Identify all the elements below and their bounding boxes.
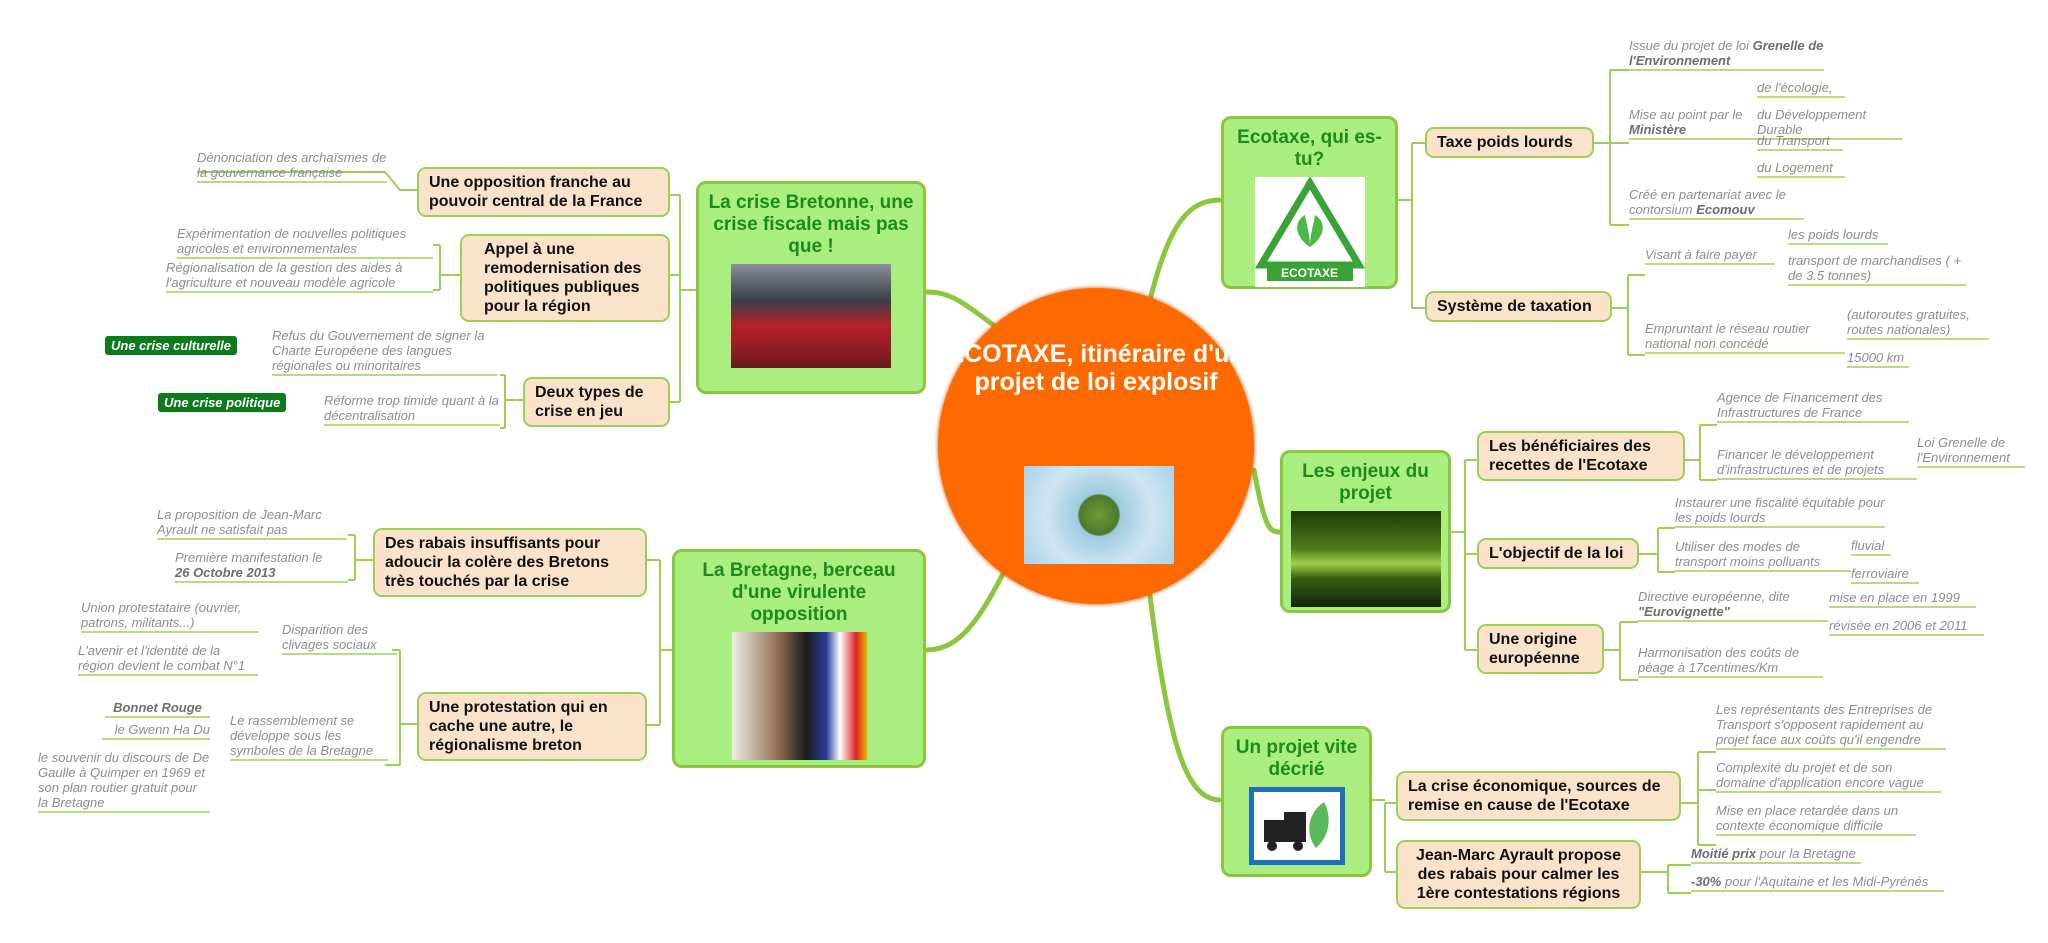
leaf: Loi Grenelle de l'Environnement	[1917, 435, 2025, 468]
leaf: Mise au point par le Ministère	[1629, 107, 1757, 140]
topic-bretagne-berceau[interactable]: La Bretagne, berceau d'une virulente opp…	[672, 549, 926, 768]
leaf-text: pour la Bretagne	[1759, 846, 1856, 861]
leaf: mise en place en 1999	[1829, 590, 1976, 608]
leaf: du Développement Durable	[1757, 107, 1902, 140]
leaf-text: Directive européenne, dite	[1638, 589, 1790, 604]
leaf: Issue du projet de loi Grenelle de l'Env…	[1629, 38, 1824, 71]
leaf-bold: Ministère	[1629, 122, 1687, 137]
badge-crise-culturelle: Une crise culturelle	[105, 336, 237, 355]
topic-ecotaxe-qui[interactable]: Ecotaxe, qui es-tu? ECOTAXE	[1221, 116, 1398, 289]
leaf: le souvenir du discours de De Gaulle à Q…	[38, 750, 210, 813]
subtopic-beneficiaires[interactable]: Les bénéficiaires des recettes de l'Ecot…	[1477, 431, 1685, 481]
topic-projet-decrie[interactable]: Un projet vite décrié	[1221, 726, 1372, 877]
topic-enjeux[interactable]: Les enjeux du projet	[1280, 450, 1451, 613]
globe-image	[1024, 466, 1174, 564]
leaf: Régionalisation de la gestion des aides …	[166, 260, 433, 293]
leaf: Complexité du projet et de son domaine d…	[1716, 760, 1941, 793]
leaf-text: Créé en partenariat avec le contorsium	[1629, 187, 1786, 217]
leaf: le Gwenn Ha Du	[102, 722, 210, 740]
leaf: Harmonisation des coûts de péage à 17cen…	[1638, 645, 1823, 678]
leaf: Instaurer une fiscalité équitable pour l…	[1675, 495, 1885, 528]
central-topic-title: ECOTAXE, itinéraire d'un projet de loi e…	[947, 340, 1245, 396]
leaf-bold: Grenelle de l'Environnement	[1629, 38, 1824, 68]
topic-title: La crise Bretonne, une crise fiscale mai…	[708, 192, 914, 257]
leaf: 15000 km	[1847, 350, 1909, 368]
leaf-bold: -30%	[1691, 874, 1722, 889]
leaf: Moitié prix pour la Bretagne	[1691, 846, 1861, 864]
leaf: révisée en 2006 et 2011	[1829, 618, 1984, 636]
leaf: Utiliser des modes de transport moins po…	[1675, 539, 1851, 572]
leaf-text: Première manifestation le	[175, 550, 323, 565]
leaf: Le rassemblement se développe sous les s…	[230, 713, 388, 761]
topic-title: Les enjeux du projet	[1302, 461, 1429, 504]
leaf: Visant à faire payer	[1645, 247, 1775, 265]
leaf: Expérimentation de nouvelles politiques …	[177, 226, 433, 259]
leaf: Réforme trop timide quant à la décentral…	[324, 393, 500, 426]
subtopic-ayrault[interactable]: Jean-Marc Ayrault propose des rabais pou…	[1396, 840, 1641, 909]
leaf: Refus du Gouvernement de signer la Chart…	[272, 328, 497, 376]
truck-icon	[1263, 802, 1329, 851]
leaf: ferroviaire	[1851, 566, 1919, 584]
central-topic[interactable]: ECOTAXE, itinéraire d'un projet de loi e…	[938, 288, 1254, 604]
topic-crise-bretonne[interactable]: La crise Bretonne, une crise fiscale mai…	[696, 181, 926, 394]
badge-crise-politique: Une crise politique	[158, 393, 287, 412]
leaf: Les représentants des Entreprises de Tra…	[1716, 702, 1946, 750]
leaf-triangle-icon	[1254, 176, 1365, 281]
leaf: Agence de Financement des Infrastructure…	[1717, 390, 1909, 423]
subtopic-systeme[interactable]: Système de taxation	[1425, 291, 1612, 322]
leaf: La proposition de Jean-Marc Ayrault ne s…	[157, 507, 347, 540]
subtopic-rabais[interactable]: Des rabais insuffisants pour adoucir la …	[373, 528, 647, 597]
subtopic-appel[interactable]: Appel à une remodernisation des politiqu…	[460, 234, 670, 322]
leaf: Empruntant le réseau routier national no…	[1645, 321, 1845, 354]
leaf: fluvial	[1851, 538, 1891, 556]
leaf: Dénonciation des archaïsmes de la gouver…	[197, 150, 387, 183]
caricature-image	[731, 632, 867, 760]
subtopic-origine[interactable]: Une origine européenne	[1477, 624, 1604, 674]
ecotaxe-logo: ECOTAXE	[1254, 176, 1365, 287]
leaf: Disparition des clivages sociaux	[282, 622, 397, 655]
subtopic-opposition[interactable]: Une opposition franche au pouvoir centra…	[417, 167, 670, 217]
leaf: de l'écologie,	[1757, 80, 1845, 98]
logo-text: ECOTAXE	[1280, 266, 1339, 280]
leaf: du Transport	[1757, 133, 1843, 151]
topic-title: Ecotaxe, qui es-tu?	[1237, 127, 1382, 170]
leaf: Bonnet Rouge	[105, 700, 210, 718]
leaf-bold: "Eurovignette"	[1638, 604, 1730, 619]
subtopic-crise-economique[interactable]: La crise économique, sources de remise e…	[1396, 771, 1681, 821]
leaf: du Logement	[1757, 160, 1845, 178]
subtopic-objectif[interactable]: L'objectif de la loi	[1477, 538, 1639, 569]
leaf: Financer le développement d'infrastructu…	[1717, 447, 1917, 480]
topic-title: La Bretagne, berceau d'une virulente opp…	[702, 560, 896, 625]
subtopic-deux-types[interactable]: Deux types de crise en jeu	[523, 377, 670, 427]
truck-grass-photo	[1290, 511, 1441, 607]
topic-title: Un projet vite décrié	[1235, 737, 1358, 780]
subtopic-protestation[interactable]: Une protestation qui en cache une autre,…	[417, 692, 647, 761]
leaf: Directive européenne, dite"Eurovignette"	[1638, 589, 1828, 622]
leaf: Mise en place retardée dans un contexte …	[1716, 803, 1916, 836]
leaf: Créé en partenariat avec le contorsium E…	[1629, 187, 1804, 220]
leaf-text: Issue du projet de loi	[1629, 38, 1749, 53]
leaf-date: 26 Octobre 2013	[175, 565, 276, 580]
leaf: L'avenir et l'identité de la région devi…	[78, 643, 258, 676]
protest-photo	[731, 264, 891, 368]
leaf-text: Mise au point par le	[1629, 107, 1743, 122]
subtopic-taxe[interactable]: Taxe poids lourds	[1425, 127, 1594, 158]
leaf-bold: Moitié prix	[1691, 846, 1757, 861]
leaf: les poids lourds	[1788, 227, 1888, 245]
truck-leaf-icon	[1248, 787, 1345, 865]
leaf: (autoroutes gratuites, routes nationales…	[1847, 307, 1989, 340]
leaf: -30% pour l'Aquitaine et les Midi-Pyréné…	[1691, 874, 1944, 892]
leaf: Union protestataire (ouvrier, patrons, m…	[81, 600, 259, 633]
leaf-bold: Ecomouv	[1696, 202, 1755, 217]
leaf: transport de marchandises ( + de 3.5 ton…	[1788, 253, 1966, 286]
leaf-text: pour l'Aquitaine et les Midi-Pyrénés	[1724, 874, 1929, 889]
